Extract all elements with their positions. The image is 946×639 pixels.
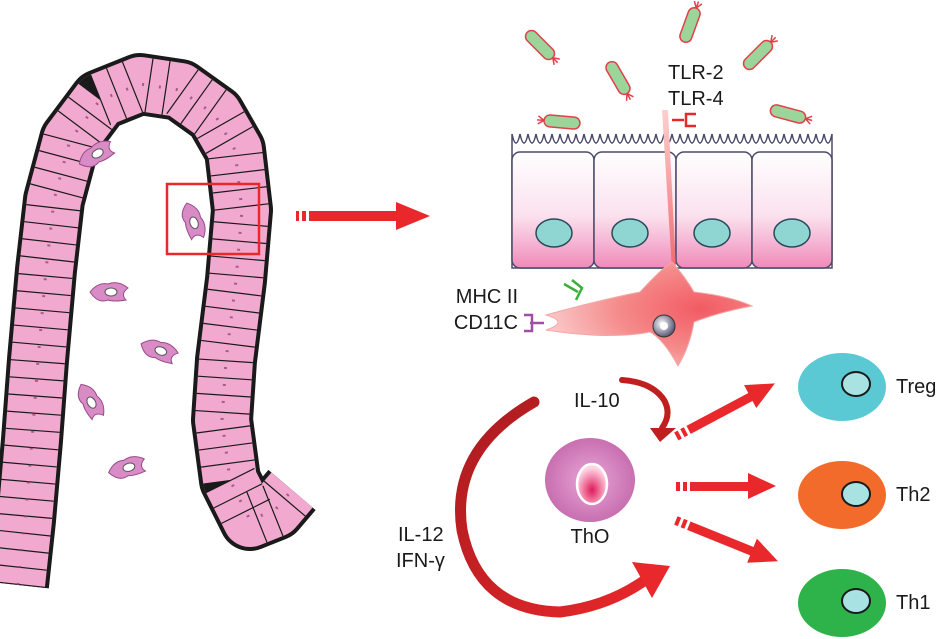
to-th2-arrow-icon	[676, 473, 776, 499]
mhc2-label: MHC II	[455, 286, 518, 308]
tlr4-label: TLR-4	[668, 88, 724, 110]
zoom-box	[165, 182, 261, 256]
tlr2-label: TLR-2	[668, 62, 724, 84]
lamina-propria-cells	[77, 140, 206, 479]
zoom-arrow-icon	[296, 202, 430, 230]
th1-cell-icon	[798, 569, 886, 637]
treg-label: Treg	[896, 376, 937, 398]
bacteria-icon	[524, 0, 813, 130]
epithelial-cells-icon	[511, 133, 833, 269]
il12-label: IL-12	[398, 524, 444, 546]
to-th1-arrow-icon	[674, 516, 778, 563]
dendritic-cell-icon	[544, 110, 754, 368]
il10-label: IL-10	[574, 390, 620, 412]
cd11c-label: CD11C	[453, 312, 518, 334]
tlr-receptor-icon	[672, 112, 696, 128]
th2-label: Th2	[896, 484, 931, 506]
cd11c-receptor-icon	[524, 313, 544, 333]
mhc-receptor-icon	[563, 279, 584, 301]
ifn-gamma-label: IFN-γ	[396, 550, 445, 572]
tho-cell-icon	[545, 438, 635, 522]
il10-arrow-icon	[619, 377, 676, 442]
th1-label: Th1	[896, 592, 931, 614]
th2-cell-icon	[798, 461, 886, 529]
to-treg-arrow-icon	[674, 383, 775, 441]
tho-label: ThO	[570, 526, 610, 548]
villus-icon	[0, 53, 316, 589]
treg-cell-icon	[798, 353, 886, 421]
il12-arc-arrow-icon	[455, 396, 670, 618]
